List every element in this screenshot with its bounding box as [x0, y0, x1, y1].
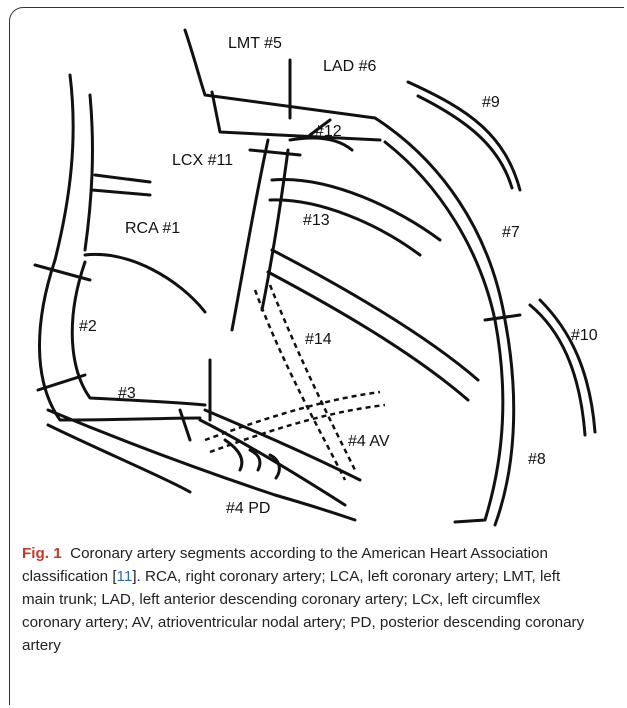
tick-5	[250, 150, 300, 155]
label-segment-2: #2	[79, 318, 97, 335]
label-rca: RCA #1	[125, 220, 180, 237]
label-av: #4 AV	[348, 433, 390, 450]
diagonal-10-a	[530, 305, 585, 435]
coronary-artery-diagram: LMT #5 LAD #6 #9 #12 LCX #11 RCA #1 #13 …	[0, 0, 627, 540]
label-lmt: LMT #5	[228, 35, 282, 52]
label-lcx: LCX #11	[172, 152, 233, 169]
rca-top	[55, 75, 73, 260]
figure-caption: Fig. 1 Coronary artery segments accordin…	[22, 542, 597, 657]
label-segment-9: #9	[482, 94, 500, 111]
label-segment-10: #10	[571, 327, 598, 344]
label-segment-14: #14	[305, 331, 332, 348]
lcx-inner	[262, 150, 288, 310]
figure-label: Fig. 1	[22, 545, 62, 562]
label-segment-13: #13	[303, 212, 330, 229]
pd-vessel-top	[48, 410, 355, 520]
rca-mid	[85, 254, 205, 312]
diagonal-10-b	[540, 300, 595, 432]
rca-branch-2	[92, 190, 150, 195]
reference-link[interactable]: 11	[117, 568, 133, 585]
lad-inner	[385, 142, 503, 522]
rca-branch	[95, 175, 150, 182]
label-segment-3: #3	[118, 385, 136, 402]
label-segment-8: #8	[528, 451, 546, 468]
tick-3	[180, 410, 190, 440]
branch-13-inner	[270, 200, 420, 255]
branch-14-b	[268, 272, 468, 400]
label-lad: LAD #6	[323, 58, 376, 75]
label-pd: #4 PD	[226, 500, 270, 517]
rca-trunk-a	[85, 95, 92, 250]
label-segment-7: #7	[502, 224, 520, 241]
tick-4	[485, 315, 520, 320]
branch-13	[272, 180, 440, 240]
label-segment-12: #12	[315, 123, 342, 140]
